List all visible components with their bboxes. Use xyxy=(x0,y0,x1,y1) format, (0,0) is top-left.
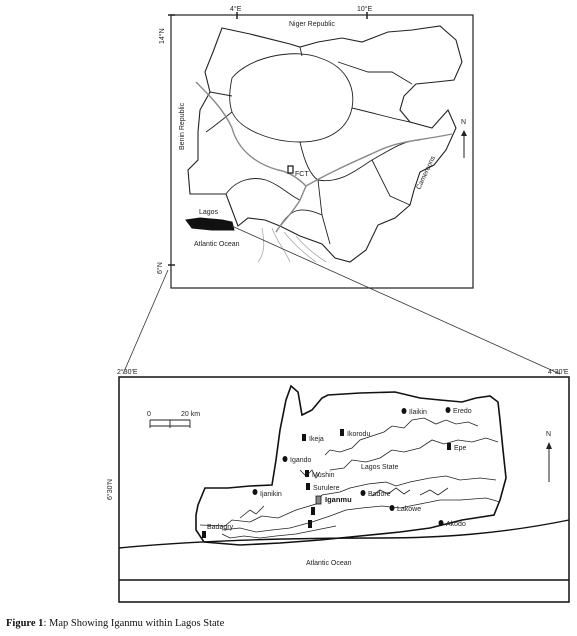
label-mushin: Mushin xyxy=(312,472,335,479)
figure-caption: Figure 1: Map Showing Iganmu within Lago… xyxy=(6,618,224,629)
marker-badagry xyxy=(202,531,206,538)
label-ilaikin: Ilaikin xyxy=(409,409,427,416)
lagos-map: 2°30'E 4°30'E 6°30'N 0 20 km Lagos State… xyxy=(106,368,570,603)
boundary-ne xyxy=(337,61,413,85)
label-epe: Epe xyxy=(454,445,467,452)
label-niger-republic: Niger Republic xyxy=(289,21,335,28)
regional-boundaries xyxy=(205,46,421,245)
marker-lakowe xyxy=(389,505,395,511)
label-eredo: Eredo xyxy=(453,408,472,415)
marker-lagos-island xyxy=(311,507,315,515)
marker-surulere xyxy=(306,483,310,490)
ikorodu-shore xyxy=(324,417,479,456)
leader-line-left xyxy=(122,269,169,375)
boundary-sw xyxy=(225,178,301,201)
label-lon-2-30e: 2°30'E xyxy=(117,368,138,376)
label-lakowe: Lakowe xyxy=(397,506,421,513)
lagos-state-outline xyxy=(195,384,507,546)
boundary-north-ring xyxy=(229,53,354,143)
marker-epe xyxy=(447,443,451,450)
river-delta-channels xyxy=(257,227,327,263)
boundary-n xyxy=(299,46,303,57)
label-badore: Badore xyxy=(368,491,391,498)
label-ikorodu: Ikorodu xyxy=(347,431,370,438)
marker-badore xyxy=(360,490,366,496)
rivers xyxy=(195,81,453,263)
leader-line-right xyxy=(231,225,561,375)
label-ijanikin: Ijanikin xyxy=(260,491,282,498)
label-lat-6n: 6°N xyxy=(156,262,164,274)
creek-mushin xyxy=(299,469,321,479)
marker-iganmu xyxy=(315,495,322,505)
lagoon-shorelines xyxy=(199,417,501,539)
label-badagry: Badagry xyxy=(207,524,234,531)
creek-ijanikin xyxy=(239,505,265,519)
marker-ikorodu xyxy=(340,429,344,436)
marker-victoria-island xyxy=(308,520,312,528)
lagoon-north-shore xyxy=(199,475,497,527)
coastal-strip xyxy=(221,525,337,539)
marker-ikeja xyxy=(302,434,306,441)
creek-badore xyxy=(371,487,411,497)
lagos-highlight xyxy=(185,217,235,231)
lagos-map-frame xyxy=(118,376,570,603)
scale-bar xyxy=(149,419,191,428)
label-akodo: Akodo xyxy=(446,521,466,528)
label-lon-10e: 10°E xyxy=(357,5,373,13)
label-lon-4e: 4°E xyxy=(230,5,242,13)
marker-ijanikin xyxy=(252,489,258,495)
label-lagos-state: Lagos State xyxy=(361,464,398,471)
label-ikeja: Ikeja xyxy=(309,436,324,443)
label-iganmu: Iganmu xyxy=(325,495,352,504)
boundary-west xyxy=(205,111,233,133)
marker-mushin xyxy=(305,470,309,477)
boundary-east-1 xyxy=(351,107,411,123)
lagoon-upper-shore xyxy=(329,437,499,471)
label-lat-14n: 14°N xyxy=(158,28,166,44)
marker-eredo xyxy=(445,407,451,413)
marker-ilaikin xyxy=(401,408,407,414)
marker-igando xyxy=(282,456,288,462)
label-lagos: Lagos xyxy=(199,209,219,216)
river-niger xyxy=(195,81,307,233)
place-markers: Ikeja Ikorodu Igando Mushin Surulere Iga… xyxy=(202,407,472,538)
label-fct: FCT xyxy=(295,171,309,178)
label-benin-republic: Benin Republic xyxy=(179,102,186,150)
scale-distance: 20 km xyxy=(181,411,200,418)
nigeria-map: 4°E 10°E 14°N 6°N FCT xyxy=(156,5,474,289)
label-lat-6-30n: 6°30'N xyxy=(106,479,114,500)
boundary-central xyxy=(299,139,421,182)
creek-lakowe xyxy=(419,487,449,496)
label-surulere: Surulere xyxy=(313,485,340,492)
boundary-nw xyxy=(209,91,233,97)
north-arrow-upper-icon xyxy=(461,130,467,136)
figure-caption-text: : Map Showing Iganmu within Lagos State xyxy=(43,618,225,629)
north-label-upper: N xyxy=(461,119,466,126)
north-label-lower: N xyxy=(546,431,551,438)
label-lon-4-30e: 4°30'E xyxy=(548,368,569,376)
coastline xyxy=(118,519,570,549)
nigeria-map-frame xyxy=(170,14,474,289)
figure-caption-prefix: Figure 1 xyxy=(6,618,44,629)
lagoon-south-shore xyxy=(221,497,501,533)
boundary-se xyxy=(371,159,411,206)
label-atlantic-ocean-upper: Atlantic Ocean xyxy=(194,241,240,248)
fct-marker xyxy=(287,165,294,174)
marker-akodo xyxy=(438,520,444,526)
label-atlantic-ocean-lower: Atlantic Ocean xyxy=(306,560,352,567)
scale-zero: 0 xyxy=(147,411,151,418)
nigeria-outline xyxy=(187,25,463,263)
north-arrow-lower-icon xyxy=(546,442,552,449)
river-benue xyxy=(305,133,453,187)
label-igando: Igando xyxy=(290,457,312,464)
